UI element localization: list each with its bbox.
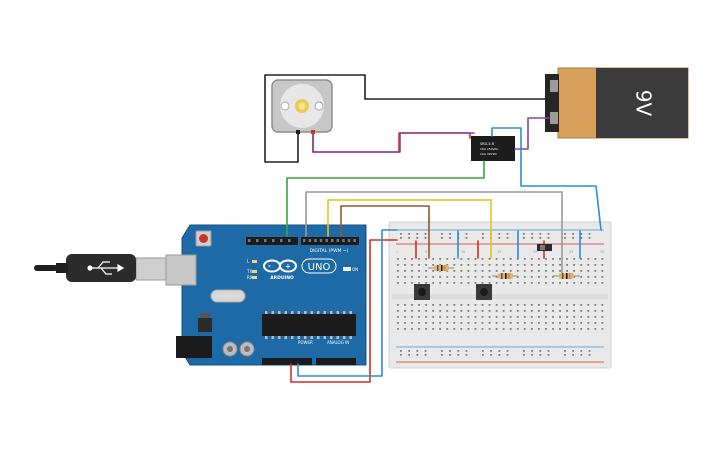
digital-pwm-label: DIGITAL (PWM ~) <box>310 248 349 254</box>
analog-in-label: ANALOG IN <box>327 340 349 345</box>
wire-red-5v[interactable] <box>290 239 398 383</box>
resistor-2[interactable] <box>492 273 518 279</box>
crystal-oscillator <box>210 289 246 303</box>
wire-purple-relay-battery[interactable] <box>514 117 550 150</box>
arduino-wordmark: ARDUINO <box>270 275 294 281</box>
wire-yellow-signal[interactable] <box>327 199 492 259</box>
resistor-1[interactable] <box>428 265 454 271</box>
power-jack[interactable] <box>176 336 212 358</box>
model-uno-label: UNO <box>308 262 331 273</box>
slide-switch[interactable] <box>537 244 552 251</box>
relay-dc-rating: 10A 30VDC <box>480 152 497 156</box>
bb-col-25: 25 <box>569 250 573 254</box>
usb-icon <box>87 261 125 275</box>
bb-col-5: 5 <box>425 250 427 254</box>
push-button-1[interactable] <box>414 284 430 300</box>
power-label: POWER <box>298 340 313 345</box>
battery-9v[interactable]: 9V <box>545 67 689 139</box>
wire-gray-signal[interactable] <box>305 191 563 276</box>
svg-text:-: - <box>268 262 271 270</box>
wire-green-relay-signal[interactable] <box>286 160 485 237</box>
voltage-regulator <box>198 318 212 332</box>
dc-motor[interactable] <box>271 79 333 134</box>
rx-label: RX <box>247 275 253 280</box>
wire-blue-gnd[interactable] <box>297 229 398 377</box>
push-button-2[interactable] <box>476 284 492 300</box>
wire-blue-relay-rail[interactable] <box>491 127 602 231</box>
bb-col-15: 15 <box>497 250 501 254</box>
resistor-3[interactable] <box>553 273 580 279</box>
bb-col-1: 1 <box>396 250 398 254</box>
usb-port[interactable] <box>165 254 197 286</box>
bb-col-10: 10 <box>461 250 465 254</box>
svg-text:+: + <box>285 263 291 271</box>
arduino-uno[interactable]: DIGITAL (PWM ~) - + ARDUINO UNO L TX RX … <box>165 224 367 366</box>
battery-voltage-label: 9V <box>632 90 656 117</box>
wire-red-motor-relay[interactable] <box>312 131 471 153</box>
led-l-label: L <box>247 259 250 264</box>
relay-ac-rating: 10A 250VAC <box>480 147 499 151</box>
relay-model-label: SRD-5-R <box>480 142 495 146</box>
breadboard-holes <box>397 233 604 356</box>
tx-label: TX <box>246 269 252 274</box>
arduino-logo: - + <box>263 259 297 273</box>
wires[interactable] <box>264 74 602 383</box>
usb-cable[interactable] <box>34 254 167 282</box>
relay-module[interactable]: SRD-5-R 10A 250VAC 10A 30VDC <box>471 136 515 161</box>
bb-col-30: 30 <box>600 250 604 254</box>
on-label: ON <box>352 267 358 272</box>
wire-purple-motor-relay[interactable] <box>312 132 475 153</box>
breadboard[interactable]: 1 5 10 15 20 25 30 <box>388 221 612 369</box>
wire-brown-signal[interactable] <box>340 205 430 259</box>
bb-col-20: 20 <box>533 250 537 254</box>
wire-black-motor-battery[interactable] <box>264 74 550 163</box>
atmega-chip <box>262 314 356 336</box>
